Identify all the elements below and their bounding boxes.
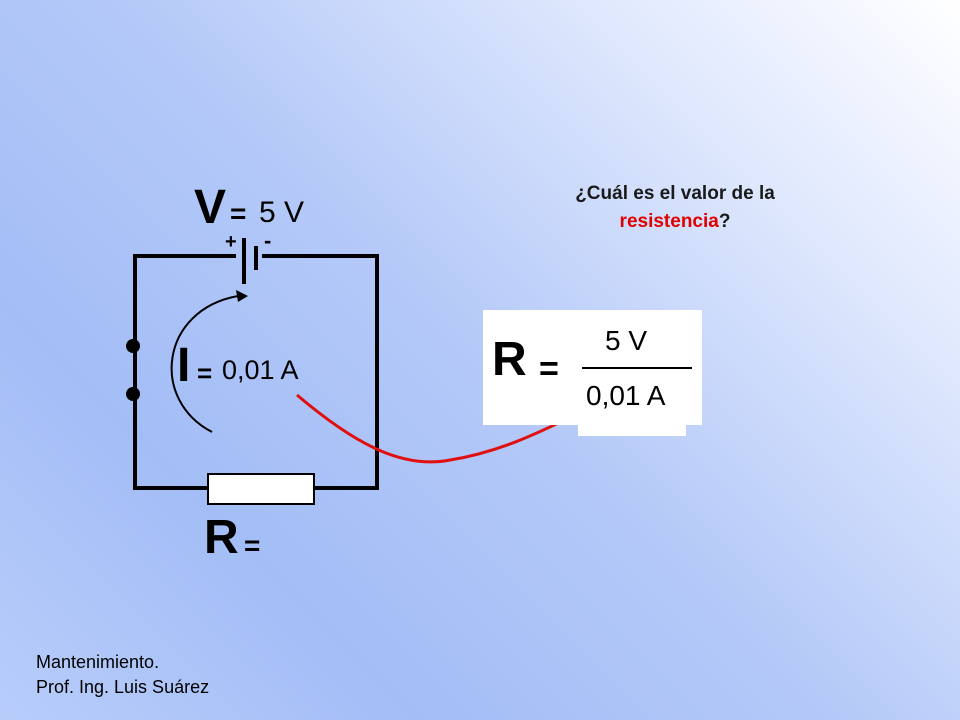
formula-equals: =	[539, 350, 559, 388]
resistance-symbol: R	[204, 511, 239, 564]
voltage-value: 5 V	[259, 196, 305, 229]
question-text: ¿Cuál es el valor de la resistencia?	[500, 180, 850, 236]
footer-line1: Mantenimiento.	[36, 652, 160, 672]
voltage-symbol: V	[194, 181, 227, 234]
footer-line2: Prof. Ing. Luis Suárez	[36, 677, 210, 697]
circuit-wire-top-right	[262, 254, 379, 490]
current-symbol: I	[177, 339, 191, 392]
resistance-equals: =	[244, 530, 261, 561]
formula-box-tab	[578, 410, 686, 436]
resistor	[207, 473, 315, 505]
current-value: 0,01 A	[222, 355, 299, 385]
voltage-equals: =	[230, 198, 247, 229]
polarity-plus: +	[225, 231, 237, 253]
question-part2: ?	[718, 211, 731, 232]
polarity-minus: -	[264, 228, 272, 253]
current-direction-arrow	[170, 295, 239, 433]
formula-numerator: 5 V	[605, 325, 648, 356]
question-highlight: resistencia	[619, 211, 719, 232]
current-arrowhead-icon	[236, 290, 248, 302]
formula-symbol: R	[492, 333, 527, 386]
terminal-dot-top	[126, 339, 140, 353]
formula-denominator: 0,01 A	[586, 380, 666, 411]
current-equals: =	[197, 358, 213, 388]
footer-credits: Mantenimiento. Prof. Ing. Luis Suárez	[36, 650, 209, 700]
circuit-wire-top-left	[133, 254, 236, 490]
question-part1: ¿Cuál es el valor de la	[575, 183, 775, 204]
red-connector-arrow	[296, 393, 576, 464]
terminal-dot-bottom	[126, 387, 140, 401]
fraction-bar	[582, 367, 692, 369]
